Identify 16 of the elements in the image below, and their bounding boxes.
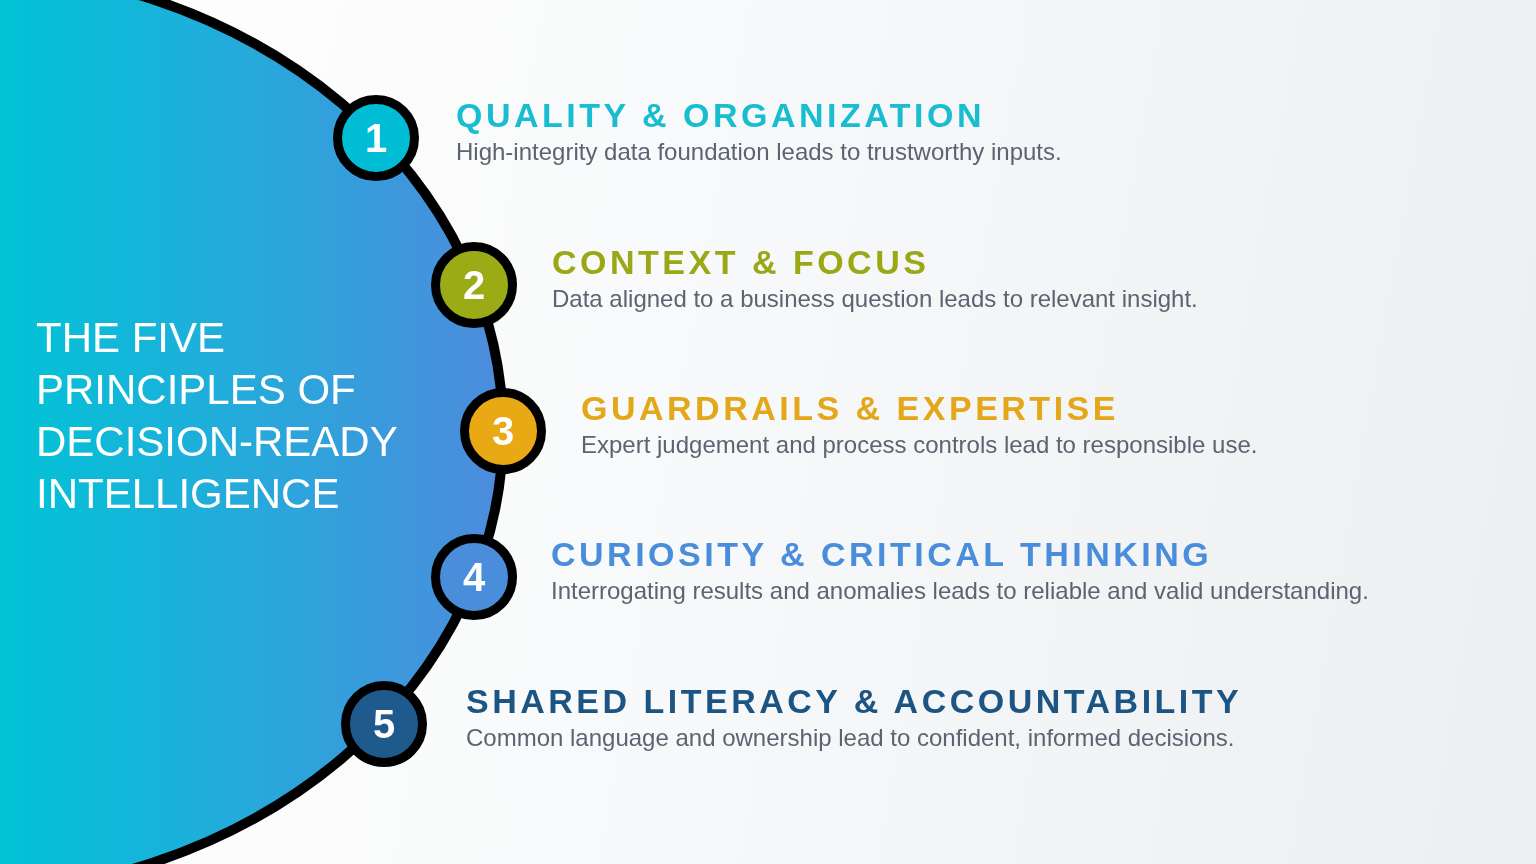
step-number: 4 <box>462 555 486 599</box>
principle-heading: CURIOSITY & CRITICAL THINKING <box>551 535 1213 573</box>
principle-description: Interrogating results and anomalies leads to reliable and valid understanding. <box>551 577 1369 605</box>
principle-description: Data aligned to a business question leads to relevant insight. <box>552 285 1198 313</box>
principle-heading: SHARED LITERACY & ACCOUNTABILITY <box>466 682 1243 720</box>
step-number: 3 <box>491 409 515 453</box>
step-number: 5 <box>372 702 396 746</box>
principle-heading: CONTEXT & FOCUS <box>552 243 930 281</box>
step-number: 2 <box>462 263 486 307</box>
principle-description: Common language and ownership lead to confident, informed decisions. <box>466 724 1235 752</box>
title-text: THE FIVE PRINCIPLES OF DECISION-READY INTELLIGENCE <box>36 313 398 519</box>
principle-heading: GUARDRAILS & EXPERTISE <box>581 389 1119 427</box>
principle-description: High-integrity data foundation leads to trustworthy inputs. <box>456 138 1062 166</box>
principle-heading: QUALITY & ORGANIZATION <box>456 96 986 134</box>
step-number: 1 <box>364 116 388 160</box>
principle-description: Expert judgement and process controls lead to responsible use. <box>581 431 1258 459</box>
